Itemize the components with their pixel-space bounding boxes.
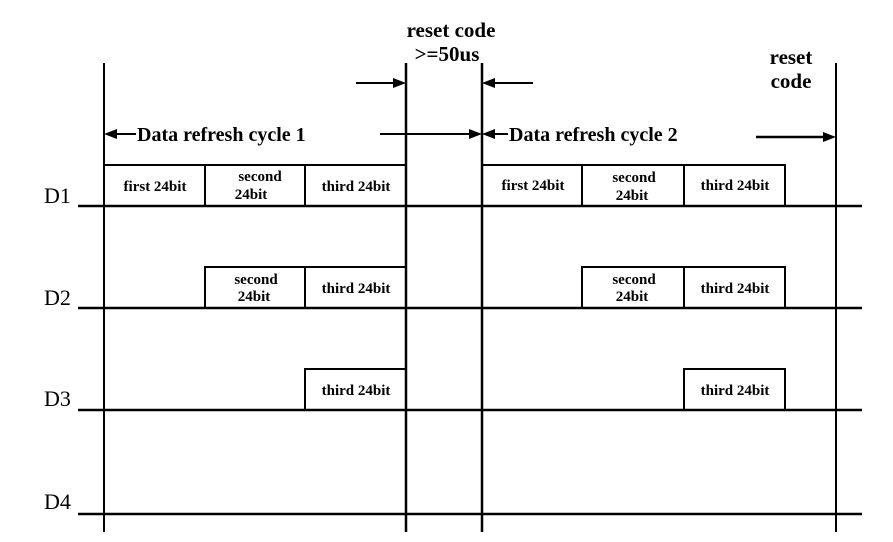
d2-c1-second-line2: 24bit xyxy=(238,289,271,305)
row-label-d3: D3 xyxy=(44,386,71,411)
reset-arrow-left-head xyxy=(393,78,406,88)
d1-c2-second-line1: second xyxy=(612,170,656,186)
reset-code-right-label-line1: reset xyxy=(770,45,813,69)
d2-c1-third-24bit: third 24bit xyxy=(322,281,391,297)
d1-cycle2-blocks xyxy=(481,164,786,206)
d1-c1-first-24bit: first 24bit xyxy=(124,179,187,195)
d3-c1-third-24bit: third 24bit xyxy=(322,383,391,399)
d1-c1-second-line2: 24bit xyxy=(235,187,268,203)
d2-c1-second-line1: second xyxy=(234,272,278,288)
cycle2-arrow-left-head xyxy=(482,129,495,139)
row-label-d2: D2 xyxy=(44,285,71,310)
d1-c2-first-24bit: first 24bit xyxy=(502,178,565,194)
d2-c2-third-24bit: third 24bit xyxy=(701,281,770,297)
cycle2-label: Data refresh cycle 2 xyxy=(509,124,678,146)
d3-cycle1-block xyxy=(304,368,407,410)
d1-cycle1-blocks xyxy=(103,164,407,206)
reset-code-label: reset code xyxy=(407,18,496,42)
row-label-d1: D1 xyxy=(44,183,71,208)
row-label-d4: D4 xyxy=(44,489,71,514)
cycle1-arrow-left-head xyxy=(104,129,117,139)
reset-duration-label: >=50us xyxy=(415,42,480,66)
cycle2-arrow-right-head xyxy=(823,132,836,142)
d1-c2-second-line2: 24bit xyxy=(616,188,649,204)
d1-c2-third-24bit: third 24bit xyxy=(701,178,770,194)
d1-c1-third-24bit: third 24bit xyxy=(322,179,391,195)
reset-code-right-label-line2: code xyxy=(771,69,812,93)
d2-c2-second-line1: second xyxy=(612,272,656,288)
cycle1-label: Data refresh cycle 1 xyxy=(137,124,306,146)
reset-arrow-right-head xyxy=(482,78,495,88)
d3-cycle2-block xyxy=(683,368,786,410)
cycle1-arrow-right-head xyxy=(469,129,482,139)
d3-c2-third-24bit: third 24bit xyxy=(701,383,770,399)
d2-c2-second-line2: 24bit xyxy=(616,289,649,305)
d1-c1-second-line1: second xyxy=(238,169,282,185)
